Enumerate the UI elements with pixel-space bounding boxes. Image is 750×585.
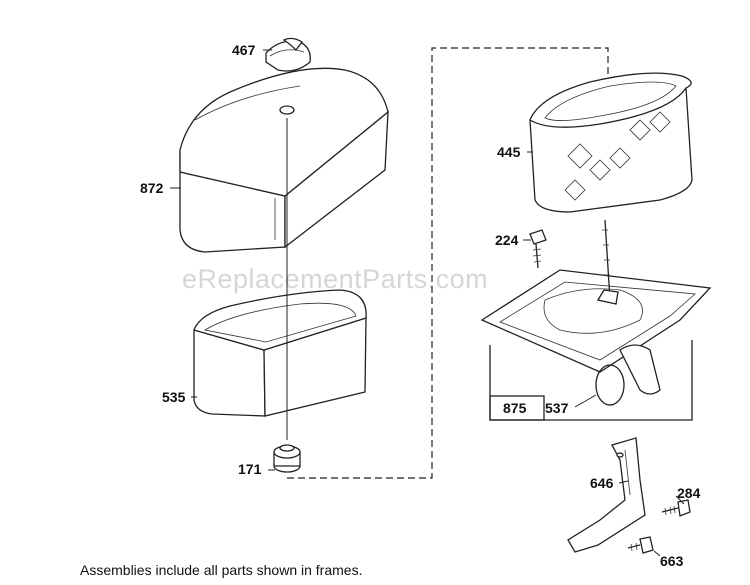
part-535-precleaner[interactable]: [193, 289, 367, 417]
part-284-bolt[interactable]: [661, 499, 691, 517]
label-537: 537: [545, 400, 569, 416]
part-872-cover[interactable]: [179, 67, 389, 253]
label-872: 872: [140, 180, 164, 196]
part-663-bolt[interactable]: [627, 536, 654, 554]
part-537-tube[interactable]: [595, 344, 661, 406]
label-284: 284: [677, 485, 701, 501]
label-875: 875: [503, 400, 527, 416]
part-224-screw[interactable]: [529, 229, 547, 269]
label-646: 646: [590, 475, 614, 491]
watermark: eReplacementParts.com: [182, 264, 488, 294]
assemblies-footnote: Assemblies include all parts shown in fr…: [80, 562, 363, 578]
label-171: 171: [238, 461, 262, 477]
part-445-filter[interactable]: [529, 72, 693, 213]
label-535: 535: [162, 389, 186, 405]
part-646-bracket[interactable]: [567, 437, 646, 553]
label-224: 224: [495, 232, 519, 248]
frame-875: [489, 340, 693, 421]
assembly-dashed-line: [287, 47, 609, 479]
part-171-grommet[interactable]: [273, 444, 301, 473]
label-663: 663: [660, 553, 684, 569]
part-875-base[interactable]: [480, 219, 712, 373]
part-467-knob[interactable]: [265, 37, 311, 72]
leader-lines: [170, 49, 685, 557]
label-445: 445: [497, 144, 521, 160]
label-467: 467: [232, 42, 256, 58]
